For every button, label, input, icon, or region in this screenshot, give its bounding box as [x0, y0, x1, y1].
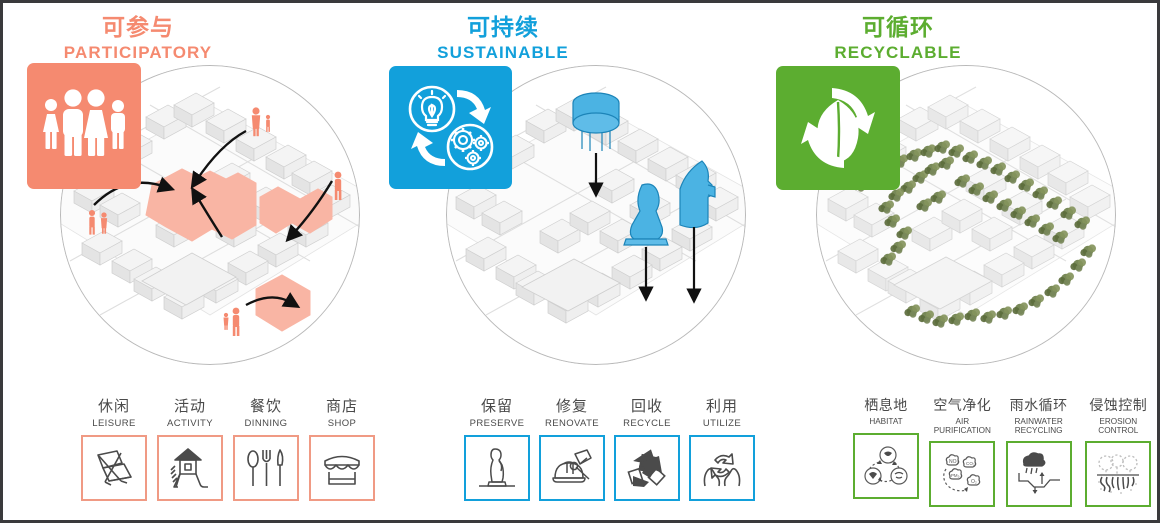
label-cn: 修复 [555, 397, 588, 415]
heading-en: PARTICIPATORY [63, 43, 213, 62]
label-en: PRESERVE [469, 418, 525, 429]
playground-icon[interactable] [157, 434, 223, 501]
label-en: ACTIVITY [167, 418, 213, 429]
recycle-arrows-icon[interactable] [614, 434, 680, 501]
hands-cycle-icon[interactable] [689, 434, 755, 501]
label-en: RECYCLE [623, 418, 671, 429]
label-cn: 回收 [630, 397, 663, 415]
family-icon [43, 89, 125, 156]
label-cn: 侵蚀控制 [1089, 398, 1148, 414]
icon-row-participatory: 休闲 LEISURE 活动 ACTIVITY [81, 399, 375, 501]
statue-icon[interactable] [464, 434, 530, 501]
participatory-site-diagram [60, 65, 360, 365]
icon-row-recyclable: 栖息地 HABITAT [853, 398, 1157, 508]
panel-container: 可参与 PARTICIPATORY [3, 3, 1157, 520]
heading-sustainable: 可持续 SUSTAINABLE [393, 15, 613, 62]
heading-participatory: 可参与 PARTICIPATORY [13, 15, 263, 62]
label-en: LEISURE [92, 418, 136, 429]
panel-sustainable: 可持续 SUSTAINABLE [388, 3, 778, 520]
heading-recyclable: 可循环 RECYCLABLE [793, 15, 1003, 62]
heading-cn: 可参与 [102, 15, 174, 41]
scene-ring [446, 65, 746, 365]
heading-cn: 可循环 [862, 15, 934, 41]
svg-text:CO₂: CO₂ [966, 461, 975, 466]
heading-en: SUSTAINABLE [437, 43, 569, 62]
market-stall-icon[interactable] [309, 434, 375, 501]
lightbulb-gears-cycle-icon [408, 85, 493, 170]
label-en: RAINWATER RECYCLING [1014, 417, 1063, 435]
label-cn: 餐饮 [249, 397, 282, 415]
label-en: HABITAT [869, 417, 903, 426]
erosion-control-icon[interactable] [1085, 441, 1152, 508]
svg-text:PM₂.₅: PM₂.₅ [951, 473, 963, 478]
heading-en: RECYCLABLE [834, 43, 962, 62]
air-purification-icon[interactable]: NO₂ CO₂ PM₂.₅ [929, 441, 996, 508]
label-en: AIR PURIFICATION [933, 417, 991, 435]
label-cn: 利用 [705, 397, 738, 415]
label-cn: 栖息地 [864, 398, 908, 414]
label-en: SHOP [327, 418, 357, 429]
scene-ring [816, 65, 1116, 365]
heading-cn: 可持续 [467, 15, 539, 41]
svg-text:NO₂: NO₂ [949, 459, 959, 465]
icon-cell-renovate[interactable]: 修复 RENOVATE [539, 399, 605, 501]
icon-row-sustainable: 保留 PRESERVE 修复 RENOVATE [464, 399, 755, 501]
icon-cell-preserve[interactable]: 保留 PRESERVE [464, 399, 530, 501]
infographic-frame: 可参与 PARTICIPATORY [3, 3, 1157, 520]
label-cn: 雨水循环 [1009, 398, 1068, 414]
icon-cell-recycle[interactable]: 回收 RECYCLE [614, 399, 680, 501]
icon-cell-shop[interactable]: 商店 SHOP [309, 399, 375, 501]
recycle-glyph [627, 449, 666, 490]
label-cn: 空气净化 [933, 398, 992, 414]
panel-recyclable: 可循环 RECYCLABLE [768, 3, 1157, 520]
label-en: RENOVATE [544, 418, 600, 429]
rainwater-icon[interactable] [1005, 441, 1072, 508]
badge-recyclable [776, 66, 900, 190]
icon-cell-leisure[interactable]: 休闲 LEISURE [81, 399, 147, 501]
label-cn: 商店 [325, 397, 358, 415]
label-cn: 休闲 [97, 397, 130, 415]
badge-participatory [27, 63, 141, 189]
cutlery-icon[interactable] [233, 434, 299, 501]
scene-ring [60, 65, 360, 365]
icon-cell-habitat[interactable]: 栖息地 HABITAT [853, 399, 919, 507]
label-en: DINNING [244, 418, 288, 429]
hardhat-tools-icon[interactable] [539, 434, 605, 501]
icon-cell-rainwater[interactable]: 雨水循环 RAINWATER RECYCLING [1005, 398, 1072, 508]
icon-cell-air-purification[interactable]: 空气净化 AIR PURIFICATION NO₂ CO₂ [927, 398, 998, 508]
icon-cell-utilize[interactable]: 利用 UTILIZE [689, 399, 755, 501]
panel-participatory: 可参与 PARTICIPATORY [3, 3, 393, 520]
icon-cell-erosion-control[interactable]: 侵蚀控制 EROSION CONTROL [1080, 398, 1157, 508]
icon-cell-activity[interactable]: 活动 ACTIVITY [157, 399, 223, 501]
svg-text:O₂: O₂ [971, 479, 977, 485]
leaf-cycle-icon [801, 88, 875, 168]
label-en: UTILIZE [702, 418, 742, 429]
badge-sustainable [389, 66, 512, 189]
icon-cell-dinning[interactable]: 餐饮 DINNING [233, 399, 299, 501]
label-cn: 保留 [480, 397, 513, 415]
label-cn: 活动 [173, 397, 206, 415]
habitat-cycle-icon[interactable] [853, 432, 919, 499]
deck-chair-icon[interactable] [81, 434, 147, 501]
label-en: EROSION CONTROL [1098, 417, 1139, 435]
